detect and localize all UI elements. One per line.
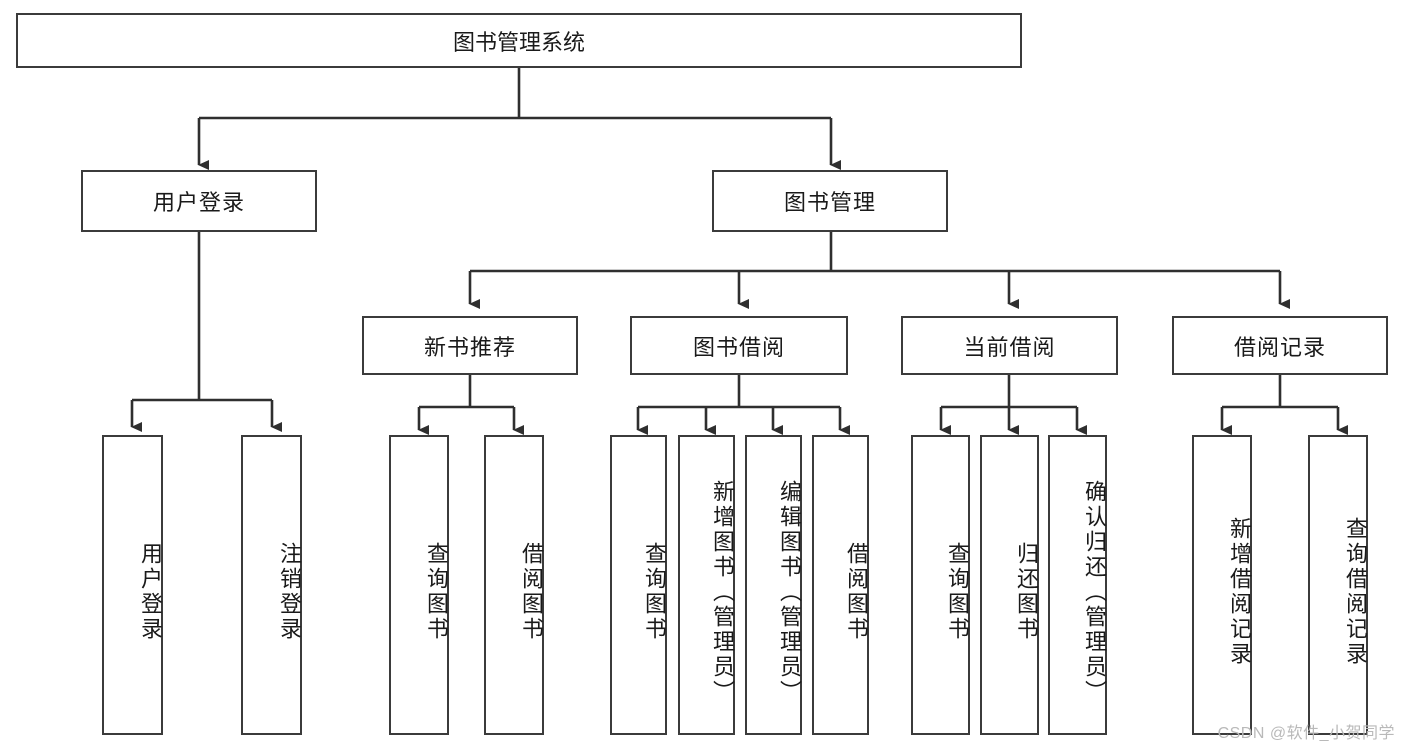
leaf-label: 确认归还（管理员） — [1082, 479, 1107, 705]
node-book-management-label: 图书管理 — [783, 190, 876, 215]
node-root-label: 图书管理系统 — [452, 29, 585, 55]
node-user-login-label: 用户登录 — [152, 190, 245, 215]
node-root[interactable]: 图书管理系统 — [16, 13, 1022, 68]
leaf-label: 查询图书 — [642, 542, 667, 642]
node-new-book-recommend[interactable]: 新书推荐 — [362, 316, 578, 375]
node-book-management[interactable]: 图书管理 — [712, 170, 948, 232]
node-user-login[interactable]: 用户登录 — [81, 170, 317, 232]
leaf-current-confirm-return[interactable]: 确认归还（管理员） — [1048, 435, 1107, 735]
node-borrow-record[interactable]: 借阅记录 — [1172, 316, 1388, 375]
node-current-borrow-label: 当前借阅 — [963, 334, 1056, 360]
leaf-recommend-borrow-book[interactable]: 借阅图书 — [484, 435, 544, 735]
node-book-borrow-label: 图书借阅 — [692, 334, 785, 360]
leaf-label: 查询借阅记录 — [1343, 517, 1368, 667]
leaf-user-login-login[interactable]: 用户登录 — [102, 435, 163, 735]
leaf-label: 新增借阅记录 — [1227, 517, 1252, 667]
leaf-borrow-add-book[interactable]: 新增图书（管理员） — [678, 435, 735, 735]
leaf-record-add-record[interactable]: 新增借阅记录 — [1192, 435, 1252, 735]
leaf-borrow-edit-book[interactable]: 编辑图书（管理员） — [745, 435, 802, 735]
leaf-label: 用户登录 — [138, 542, 163, 642]
leaf-label: 编辑图书（管理员） — [777, 479, 802, 705]
leaf-recommend-query-book[interactable]: 查询图书 — [389, 435, 449, 735]
leaf-label: 归还图书 — [1014, 542, 1039, 642]
leaf-record-query-record[interactable]: 查询借阅记录 — [1308, 435, 1368, 735]
node-current-borrow[interactable]: 当前借阅 — [901, 316, 1118, 375]
node-borrow-record-label: 借阅记录 — [1233, 334, 1326, 360]
watermark: CSDN @软件_小贺同学 — [1217, 725, 1395, 742]
leaf-current-return-book[interactable]: 归还图书 — [980, 435, 1039, 735]
node-new-book-recommend-label: 新书推荐 — [423, 334, 516, 360]
leaf-current-query-book[interactable]: 查询图书 — [911, 435, 970, 735]
leaf-label: 查询图书 — [424, 542, 449, 642]
leaf-user-login-logout[interactable]: 注销登录 — [241, 435, 302, 735]
leaf-borrow-query-book[interactable]: 查询图书 — [610, 435, 667, 735]
node-book-borrow[interactable]: 图书借阅 — [630, 316, 848, 375]
leaf-borrow-borrow-book[interactable]: 借阅图书 — [812, 435, 869, 735]
leaf-label: 新增图书（管理员） — [710, 479, 735, 705]
leaf-label: 查询图书 — [945, 542, 970, 642]
leaf-label: 借阅图书 — [519, 542, 544, 642]
leaf-label: 借阅图书 — [844, 542, 869, 642]
leaf-label: 注销登录 — [277, 542, 302, 642]
